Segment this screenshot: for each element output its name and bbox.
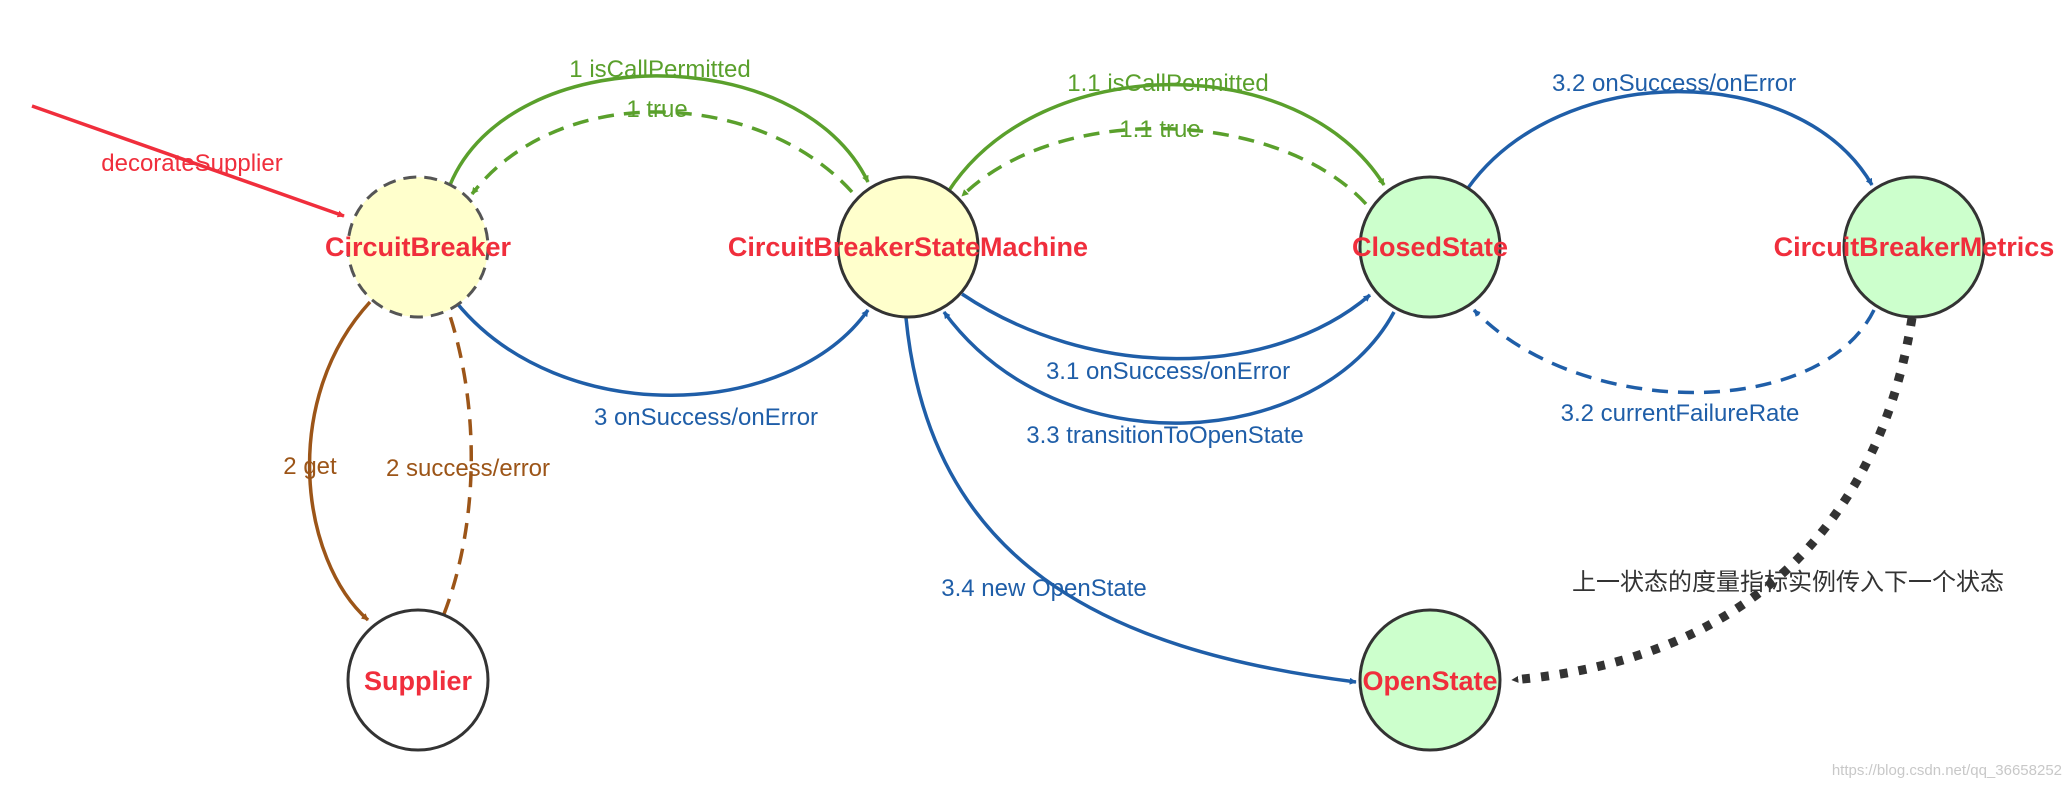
edge-current-failure-rate — [1472, 308, 1876, 395]
node-open-state — [1358, 608, 1502, 752]
node-state-machine — [836, 175, 980, 319]
edge-is-call-permitted-1 — [448, 74, 870, 186]
node-metrics — [1842, 175, 1986, 319]
edge-label-get-2: 2 get — [283, 453, 337, 480]
edge-label-transition-3-3: 3.3 transitionToOpenState — [1026, 422, 1304, 449]
edge-label-on-success-3-2: 3.2 onSuccess/onError — [1552, 70, 1796, 97]
edge-label-is-call-permitted-1: 1 isCallPermitted — [569, 56, 750, 83]
metrics-handoff-note: 上一状态的度量指标实例传入下一个状态 — [1572, 568, 2004, 596]
node-label-circuit-breaker: CircuitBreaker — [325, 232, 512, 262]
edge-label-decorate-supplier: decorateSupplier — [101, 150, 282, 177]
edge-transition-3-3 — [942, 310, 1396, 425]
node-label-closed-state: ClosedState — [1352, 232, 1508, 262]
edge-label-current-failure-rate: 3.2 currentFailureRate — [1561, 400, 1800, 427]
edge-label-true-1-1: 1.1 true — [1119, 116, 1200, 143]
edge-decorate-supplier — [31, 104, 345, 218]
edge-label-is-call-permitted-1-1: 1.1 isCallPermitted — [1067, 70, 1268, 97]
node-label-supplier: Supplier — [364, 666, 473, 696]
edge-label-on-success-3: 3 onSuccess/onError — [594, 404, 818, 431]
edge-on-success-3-2 — [1466, 89, 1874, 190]
edge-metrics-handoff — [1511, 317, 1917, 685]
edge-on-success-3-1 — [961, 292, 1372, 361]
edge-is-call-permitted-1-1 — [946, 82, 1386, 193]
node-circuit-breaker — [346, 175, 490, 319]
edge-label-new-open-state: 3.4 new OpenState — [941, 575, 1146, 602]
edge-new-open-state — [904, 317, 1357, 685]
node-closed-state — [1358, 175, 1502, 319]
edge-get-2 — [307, 300, 372, 622]
edge-label-on-success-3-1: 3.1 onSuccess/onError — [1046, 358, 1290, 385]
edge-on-success-3 — [454, 300, 870, 397]
edge-true-1-1 — [960, 126, 1368, 206]
edge-success-error-2 — [442, 303, 473, 615]
node-label-metrics: CircuitBreakerMetrics — [1774, 232, 2055, 262]
edge-true-1 — [470, 110, 854, 196]
node-supplier — [346, 608, 490, 752]
node-label-open-state: OpenState — [1362, 666, 1497, 696]
watermark: https://blog.csdn.net/qq_36658252 — [1832, 762, 2062, 779]
edge-label-true-1: 1 true — [626, 96, 687, 123]
node-label-state-machine: CircuitBreakerStateMachine — [728, 232, 1088, 262]
edge-label-success-error-2: 2 success/error — [386, 455, 550, 482]
